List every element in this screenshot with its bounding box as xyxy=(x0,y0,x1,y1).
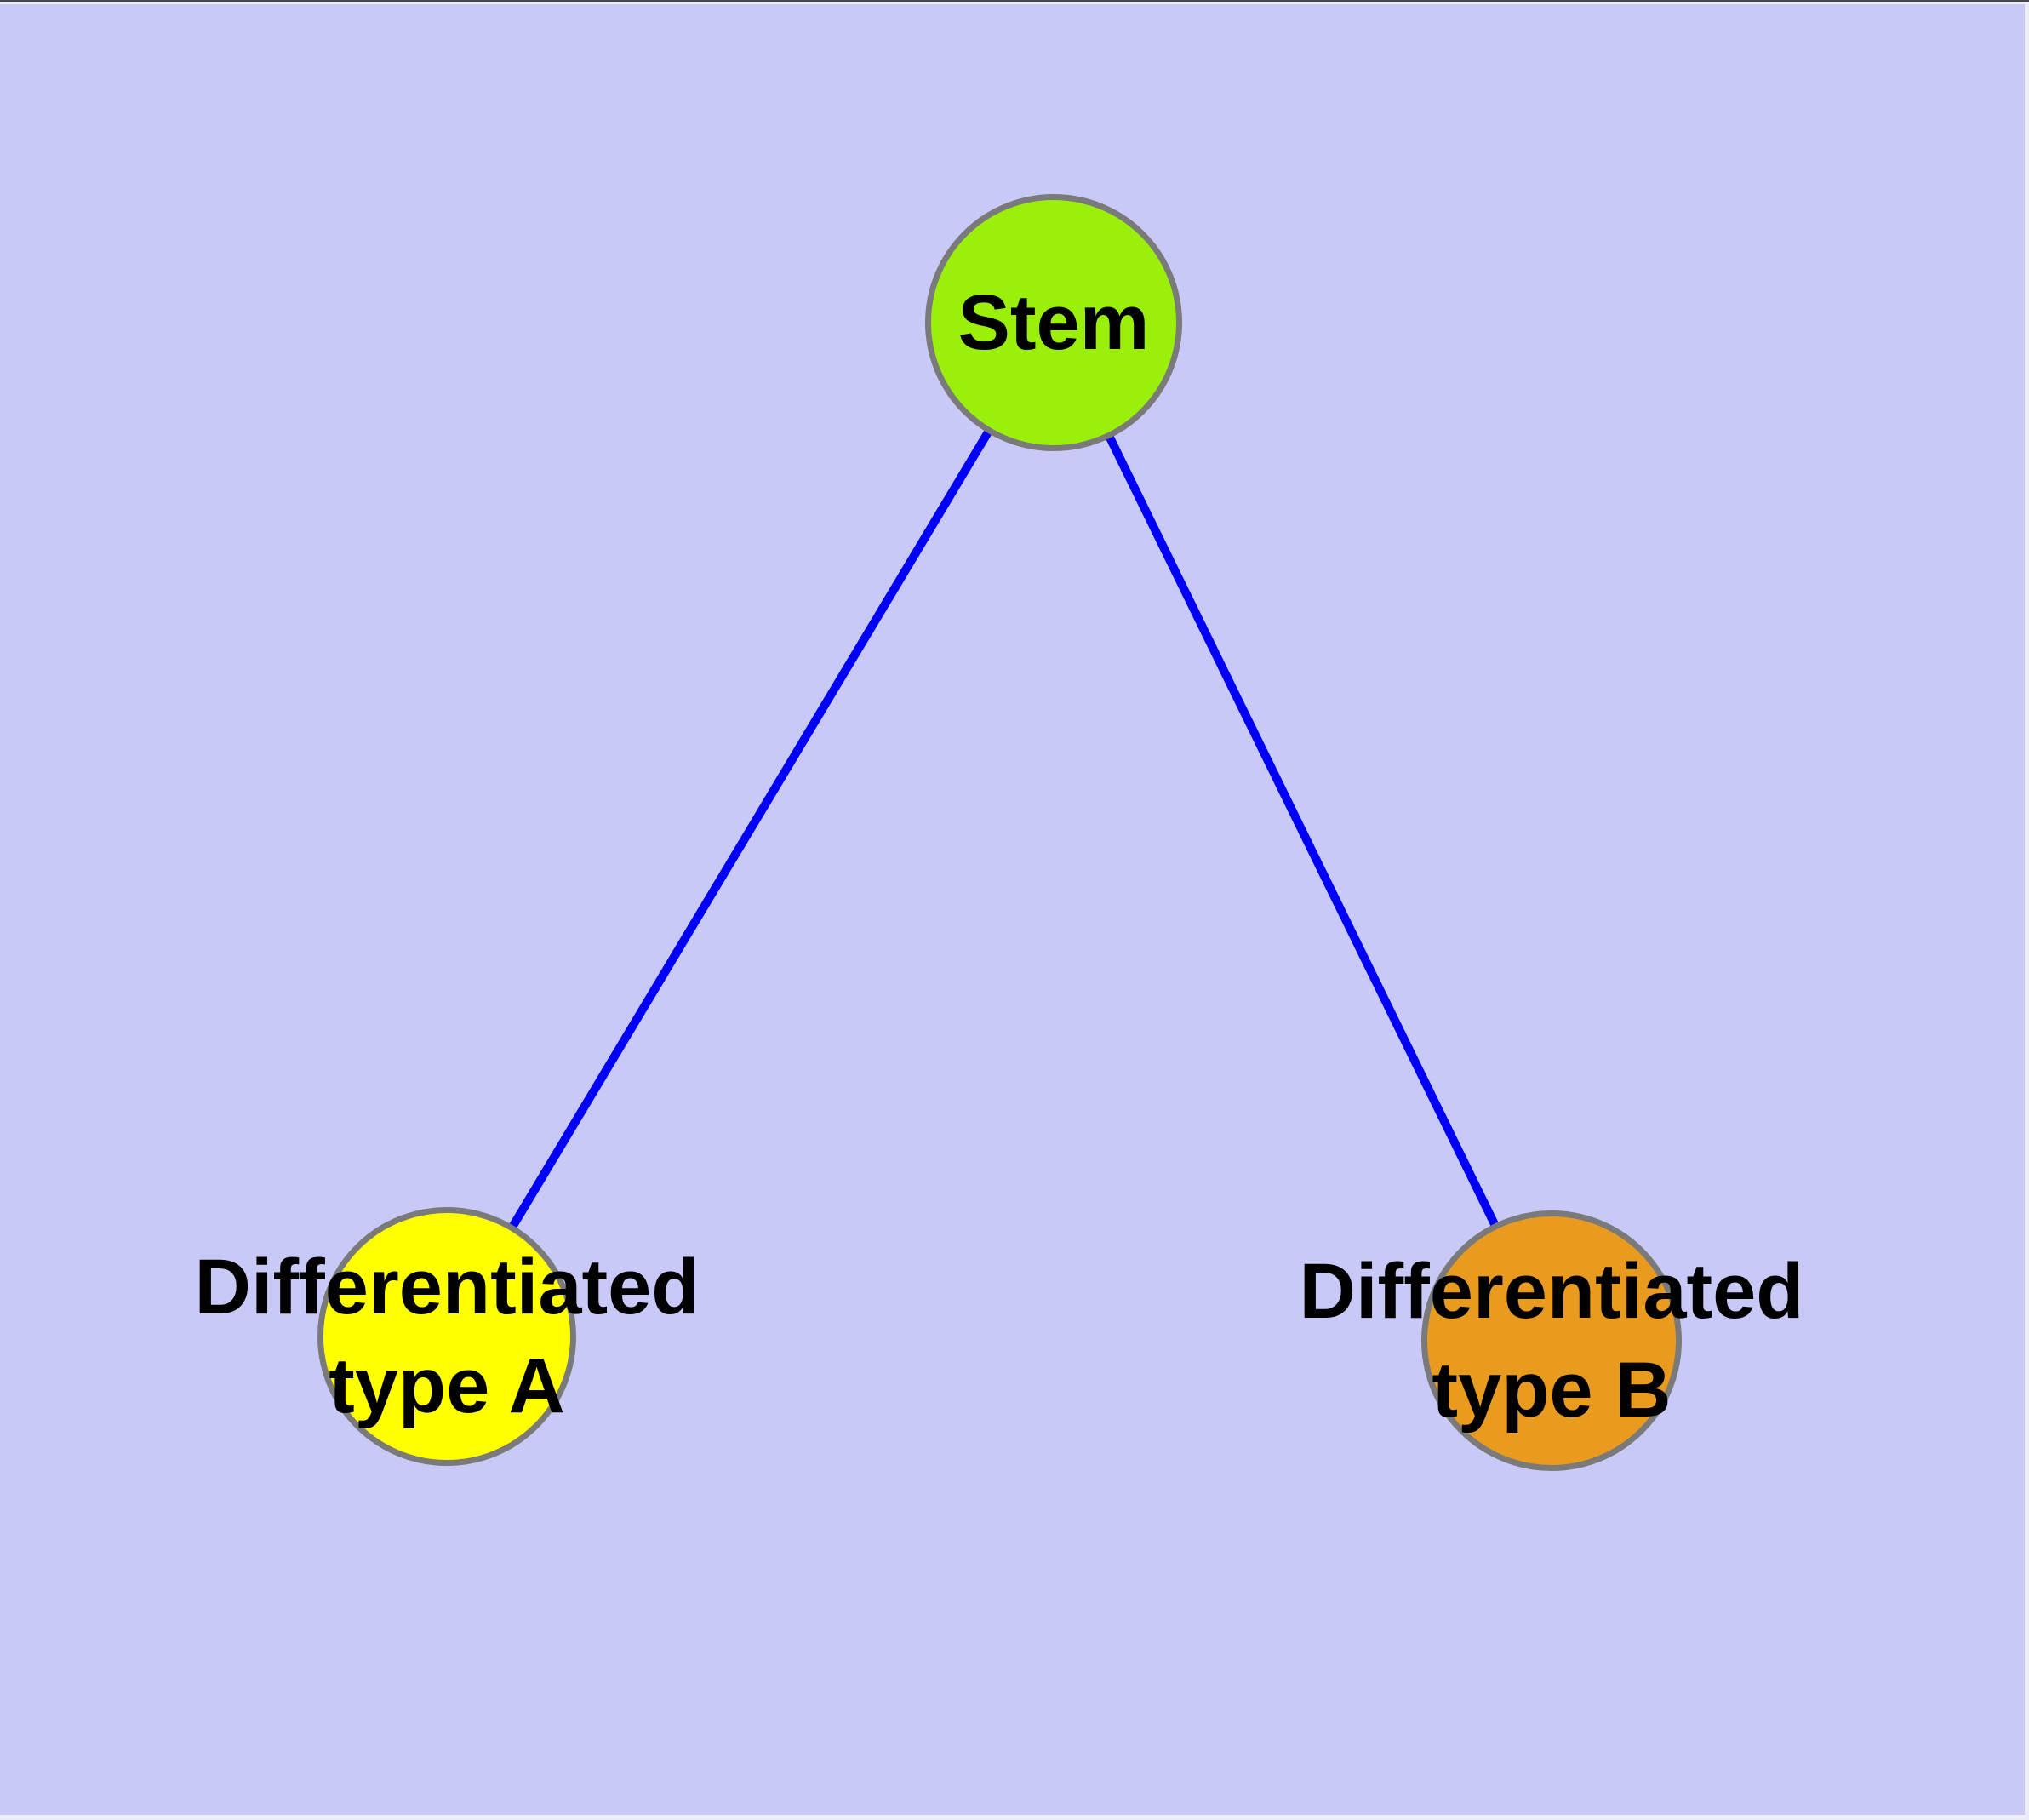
node-stem-label: Stem xyxy=(957,279,1150,366)
node-differentiated-type-b[interactable]: Differentiated type B xyxy=(1300,1210,1803,1471)
graph-canvas: Stem Differentiated type A Differentiate… xyxy=(0,4,2025,1815)
edges-layer xyxy=(443,320,1556,1343)
node-stem[interactable]: Stem xyxy=(925,194,1182,451)
node-differentiated-type-b-label-line-1: Differentiated xyxy=(1299,1248,1804,1335)
node-differentiated-type-a-label-line-1: Differentiated xyxy=(194,1244,700,1331)
node-differentiated-type-a[interactable]: Differentiated type A xyxy=(195,1207,699,1466)
window-frame-top-edge xyxy=(0,0,2029,2)
node-differentiated-type-b-label-line-2: type B xyxy=(1432,1347,1672,1434)
edge-line xyxy=(1049,320,1556,1343)
edge-line xyxy=(443,320,1058,1339)
node-differentiated-type-a-label-line-2: type A xyxy=(329,1342,565,1429)
